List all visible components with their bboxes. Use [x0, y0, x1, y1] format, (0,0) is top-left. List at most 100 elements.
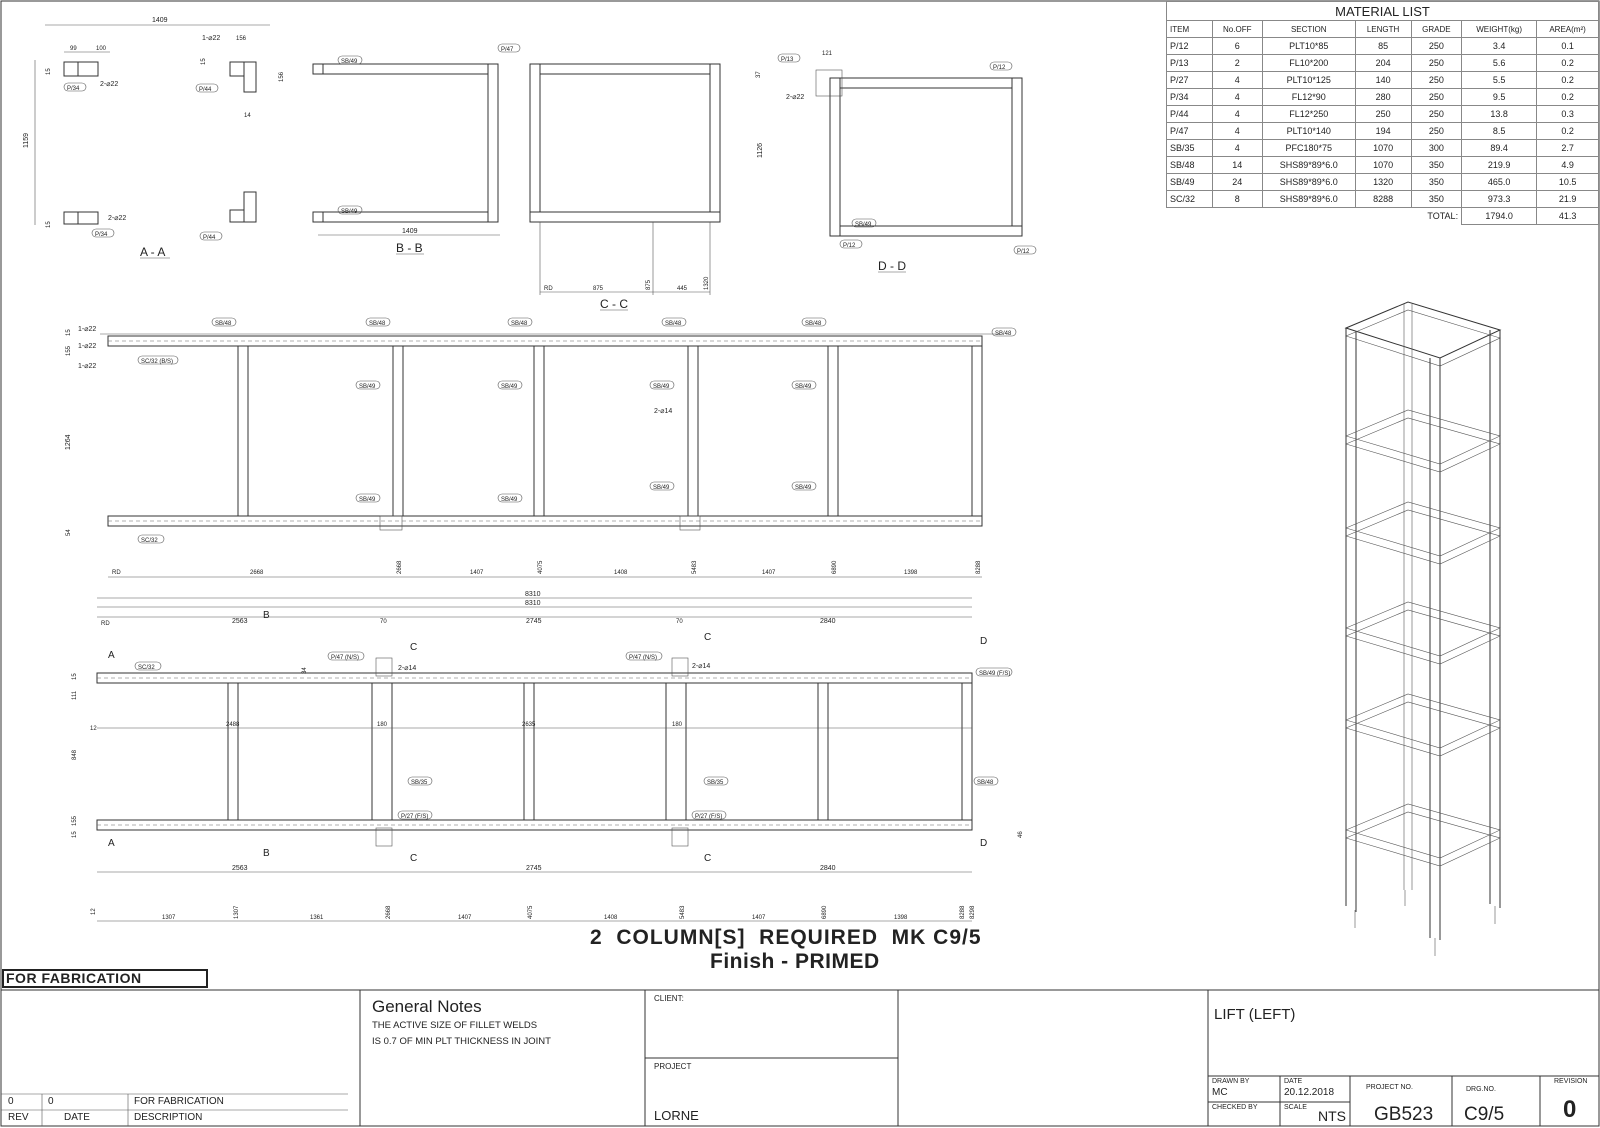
section-c-c: P/47 RD 875 875 445 1320 C - C	[497, 43, 721, 311]
svg-text:SB/48: SB/48	[215, 321, 232, 327]
date-header: DATE	[64, 1112, 90, 1123]
svg-text:1-⌀22: 1-⌀22	[78, 326, 96, 333]
svg-text:P/34: P/34	[95, 232, 108, 238]
svg-text:SB/49: SB/49	[359, 497, 376, 503]
svg-text:P/12: P/12	[843, 243, 856, 249]
svg-text:SB/49: SB/49	[341, 209, 358, 215]
svg-text:875: 875	[593, 286, 604, 292]
drawing-title: LIFT (LEFT)	[1214, 1006, 1296, 1023]
section-label-aa: A - A	[140, 245, 165, 259]
svg-text:155: 155	[72, 815, 78, 826]
svg-text:1264: 1264	[65, 434, 72, 450]
svg-text:15: 15	[46, 68, 52, 75]
rev-header: REV	[8, 1112, 29, 1123]
svg-text:180: 180	[377, 722, 388, 728]
svg-text:2840: 2840	[820, 865, 836, 872]
svg-text:SC/32: SC/32	[141, 538, 158, 544]
svg-text:12: 12	[90, 726, 97, 732]
svg-text:848: 848	[72, 749, 78, 760]
svg-text:SC/32: SC/32	[138, 665, 155, 671]
svg-text:8298: 8298	[970, 905, 976, 919]
headline-columns-required: 2 COLUMN[S] REQUIRED MK C9/5	[590, 926, 982, 949]
svg-text:SB/49: SB/49	[359, 384, 376, 390]
svg-text:15: 15	[66, 329, 72, 336]
svg-text:SB/49: SB/49	[653, 485, 670, 491]
svg-text:2840: 2840	[820, 618, 836, 625]
svg-text:2-⌀14: 2-⌀14	[398, 665, 416, 672]
svg-text:37: 37	[756, 71, 762, 78]
svg-text:15: 15	[72, 673, 78, 680]
svg-text:SB/48: SB/48	[977, 780, 994, 786]
svg-text:SB/49 (F/S): SB/49 (F/S)	[979, 671, 1010, 677]
svg-text:1-⌀22: 1-⌀22	[78, 343, 96, 350]
svg-text:155: 155	[66, 345, 72, 356]
project-no-label: PROJECT NO.	[1366, 1084, 1413, 1091]
svg-text:1409: 1409	[152, 17, 168, 24]
revision-label: REVISION	[1554, 1078, 1588, 1085]
svg-text:D: D	[980, 838, 987, 849]
svg-text:RD: RD	[101, 621, 110, 627]
material-list-total: TOTAL: 1794.0 41.3	[1166, 207, 1599, 225]
svg-text:A: A	[108, 838, 115, 849]
svg-text:RD: RD	[112, 570, 121, 576]
svg-text:2-⌀14: 2-⌀14	[654, 408, 672, 415]
svg-text:70: 70	[380, 619, 387, 625]
svg-text:5483: 5483	[680, 905, 686, 919]
section-d-d: P/13 2-⌀22 121 1126 37 P/12 SB/49 P/12 P…	[756, 51, 1037, 273]
notes-line-2: IS 0.7 OF MIN PLT THICKNESS IN JOINT	[372, 1036, 551, 1047]
rev-number: 0	[8, 1096, 14, 1107]
svg-text:2635: 2635	[522, 722, 536, 728]
revision-value: 0	[1563, 1096, 1577, 1123]
svg-text:2668: 2668	[250, 570, 264, 576]
svg-text:70: 70	[676, 619, 683, 625]
svg-text:34: 34	[302, 667, 308, 674]
svg-text:2-⌀14: 2-⌀14	[692, 663, 710, 670]
svg-text:SB/49: SB/49	[341, 59, 358, 65]
svg-text:P/12: P/12	[993, 65, 1006, 71]
svg-text:1407: 1407	[762, 570, 776, 576]
svg-text:P/47: P/47	[501, 47, 514, 53]
svg-text:14: 14	[244, 113, 251, 119]
svg-text:2-⌀22: 2-⌀22	[786, 94, 804, 101]
svg-text:2488: 2488	[226, 722, 240, 728]
svg-text:P/12: P/12	[1017, 249, 1030, 255]
svg-text:1407: 1407	[752, 915, 766, 921]
material-list-title: MATERIAL LIST	[1166, 1, 1599, 21]
svg-text:180: 180	[672, 722, 683, 728]
drg-no-label: DRG.NO.	[1466, 1086, 1496, 1093]
svg-text:SB/49: SB/49	[855, 222, 872, 228]
scale-label: SCALE	[1284, 1104, 1307, 1111]
svg-text:C: C	[704, 853, 711, 864]
rev-description: FOR FABRICATION	[134, 1096, 224, 1107]
svg-text:1159: 1159	[23, 133, 30, 148]
svg-text:P/44: P/44	[203, 235, 216, 241]
svg-text:2-⌀22: 2-⌀22	[108, 215, 126, 222]
drawn-by: MC	[1212, 1087, 1228, 1098]
svg-text:SB/49: SB/49	[795, 384, 812, 390]
project-label: PROJECT	[654, 1062, 692, 1071]
svg-text:12: 12	[91, 908, 97, 915]
svg-text:156: 156	[279, 71, 285, 82]
svg-text:2668: 2668	[397, 560, 403, 574]
general-notes-title: General Notes	[372, 997, 482, 1016]
svg-text:B - B: B - B	[396, 241, 423, 255]
title-block-lines	[1, 989, 1599, 1126]
svg-text:2745: 2745	[526, 618, 542, 625]
svg-text:SB/35: SB/35	[411, 780, 428, 786]
svg-text:P/44: P/44	[199, 87, 212, 93]
svg-text:2745: 2745	[526, 865, 542, 872]
elevation-view: 1-⌀22 1-⌀22 1-⌀22 SC/32 (B/S) SC/32 SB/4…	[65, 317, 1017, 578]
svg-text:SB/49: SB/49	[795, 485, 812, 491]
svg-text:2563: 2563	[232, 865, 248, 872]
svg-text:P/47 (N/S): P/47 (N/S)	[629, 655, 657, 661]
svg-text:RD: RD	[544, 286, 553, 292]
svg-text:SB/48: SB/48	[995, 331, 1012, 337]
